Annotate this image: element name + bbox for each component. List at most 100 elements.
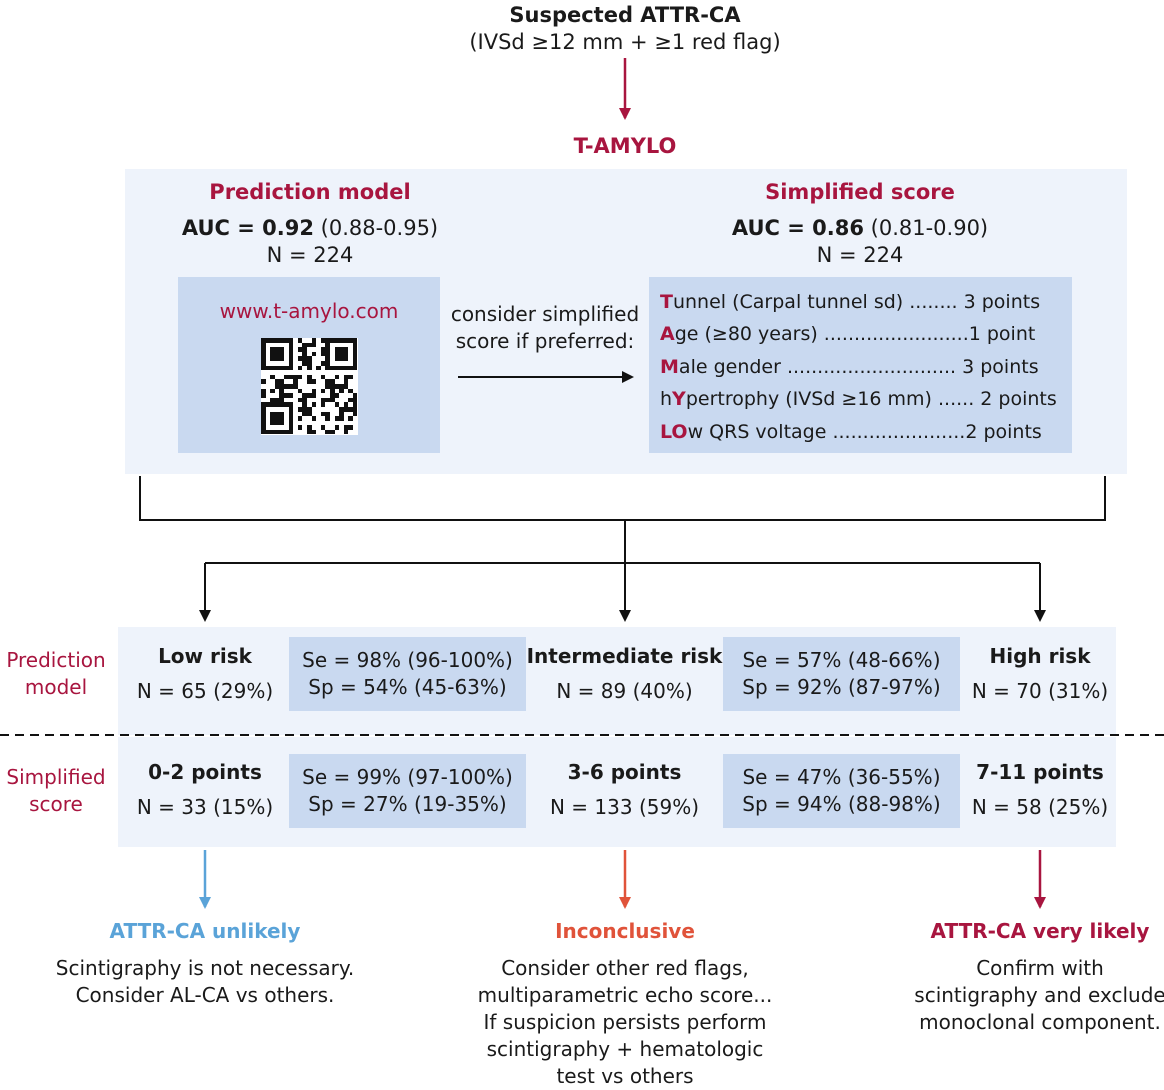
qr-code-grid xyxy=(261,338,358,435)
qr-module xyxy=(302,393,307,398)
qr-module xyxy=(311,351,317,357)
qr-module xyxy=(352,425,358,430)
qr-module xyxy=(325,406,330,412)
qr-module xyxy=(352,383,358,389)
qr-module xyxy=(352,347,358,352)
qr-module xyxy=(352,351,358,357)
qr-module xyxy=(320,429,326,435)
qr-module xyxy=(352,420,358,426)
qr-module xyxy=(302,420,307,426)
qr-module xyxy=(316,374,321,380)
qr-module xyxy=(311,425,317,430)
qr-module xyxy=(265,347,271,352)
qr-module xyxy=(283,370,289,375)
qr-module xyxy=(352,429,358,435)
outcome-inconclusive: Inconclusive Consider other red flags, m… xyxy=(440,918,810,1090)
qr-module xyxy=(283,383,289,389)
qr-module xyxy=(288,365,294,371)
prediction-model-heading: Prediction model xyxy=(209,180,411,204)
qr-module xyxy=(329,425,335,430)
qr-module xyxy=(274,379,280,384)
qr-module xyxy=(325,383,330,389)
qr-module xyxy=(261,356,266,361)
qr-module xyxy=(316,397,321,403)
qr-module xyxy=(325,370,330,375)
qr-module xyxy=(329,342,335,348)
qr-module xyxy=(352,416,358,421)
qr-code-icon[interactable] xyxy=(261,338,358,435)
qr-module xyxy=(288,347,294,352)
qr-module xyxy=(261,365,266,371)
qr-module xyxy=(316,429,321,435)
qr-module xyxy=(325,397,330,403)
qr-module xyxy=(339,393,344,398)
qr-module xyxy=(265,342,271,348)
tamylo-url-link[interactable]: www.t-amylo.com xyxy=(219,299,399,323)
suspected-attr-ca-block: Suspected ATTR-CA (IVSd ≥12 mm + ≥1 red … xyxy=(425,2,825,56)
qr-module xyxy=(320,370,326,375)
qr-module xyxy=(265,356,271,361)
qr-module xyxy=(279,393,284,398)
qr-module xyxy=(348,411,353,417)
qr-module xyxy=(261,370,266,375)
qr-module xyxy=(293,338,298,343)
qr-module xyxy=(339,347,344,352)
top-subtitle: (IVSd ≥12 mm + ≥1 red flag) xyxy=(469,30,781,54)
qr-module xyxy=(297,342,303,348)
simplified-auc-value: AUC = 0.86 xyxy=(731,216,864,240)
qr-module xyxy=(279,351,284,357)
qr-module xyxy=(265,360,271,366)
qr-module xyxy=(316,342,321,348)
qr-module xyxy=(261,429,266,435)
qr-module xyxy=(311,406,317,412)
qr-module xyxy=(302,379,307,384)
qr-module xyxy=(348,360,353,366)
simplified-stats-2: Se = 47% (36-55%) Sp = 94% (88-98%) xyxy=(742,765,941,816)
qr-module xyxy=(297,429,303,435)
qr-module xyxy=(265,351,271,357)
simplified-high-points: 7-11 points N = 58 (25%) xyxy=(971,760,1109,819)
qr-module xyxy=(343,420,349,426)
qr-module xyxy=(283,429,289,435)
qr-module xyxy=(279,406,284,412)
qr-module xyxy=(270,393,275,398)
qr-module xyxy=(320,406,326,412)
qr-module xyxy=(279,383,284,389)
qr-module xyxy=(343,351,349,357)
qr-module xyxy=(306,406,312,412)
qr-module xyxy=(270,429,275,435)
qr-module xyxy=(265,420,271,426)
qr-module xyxy=(339,420,344,426)
qr-module xyxy=(302,347,307,352)
qr-module xyxy=(334,379,340,384)
qr-module xyxy=(297,356,303,361)
simplified-stats-box-1 xyxy=(289,754,526,828)
qr-module xyxy=(325,374,330,380)
qr-module xyxy=(334,402,340,407)
qr-module xyxy=(348,402,353,407)
qr-module xyxy=(306,388,312,394)
qr-module xyxy=(261,411,266,417)
qr-module xyxy=(279,425,284,430)
qr-module xyxy=(283,342,289,348)
qr-module xyxy=(265,393,271,398)
qr-module xyxy=(311,416,317,421)
outcome-unlikely-title: ATTR-CA unlikely xyxy=(109,919,301,943)
qr-module xyxy=(288,342,294,348)
qr-module xyxy=(352,393,358,398)
qr-module xyxy=(320,365,326,371)
qr-module xyxy=(339,429,344,435)
qr-module xyxy=(352,370,358,375)
qr-module xyxy=(348,356,353,361)
qr-module xyxy=(316,360,321,366)
qr-module xyxy=(261,406,266,412)
qr-module xyxy=(274,425,280,430)
simplified-score-box xyxy=(649,277,1072,453)
qr-module xyxy=(334,425,340,430)
qr-module xyxy=(279,356,284,361)
qr-module xyxy=(261,402,266,407)
qr-module xyxy=(320,338,326,343)
qr-module xyxy=(274,360,280,366)
qr-module xyxy=(343,425,349,430)
